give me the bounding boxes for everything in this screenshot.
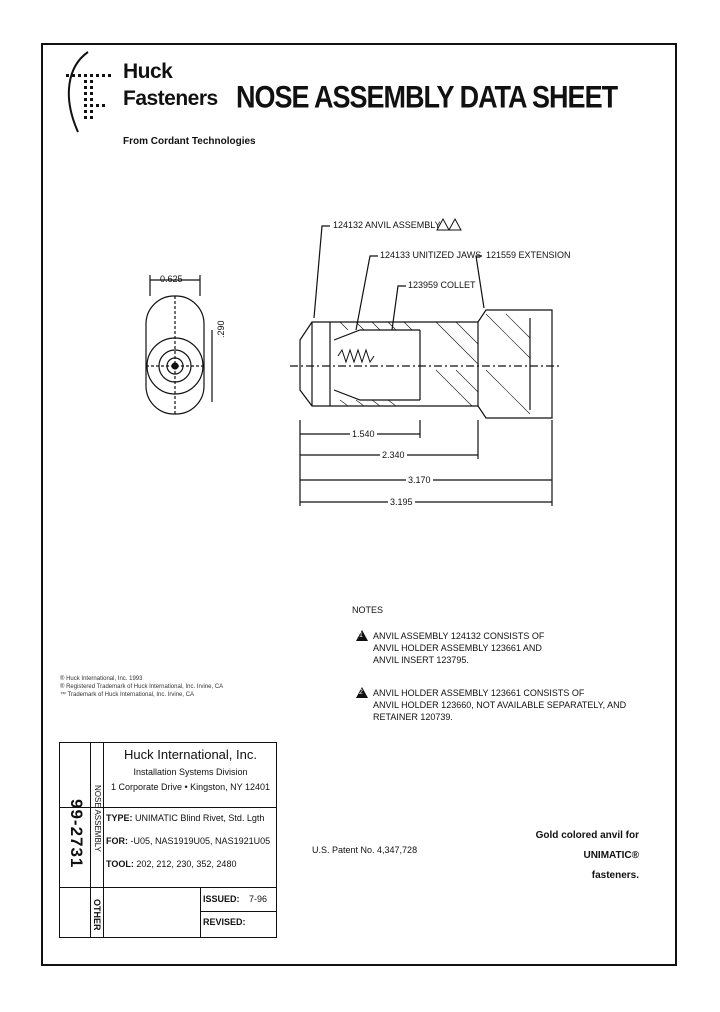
side-view-outline — [299, 309, 553, 419]
for-label: FOR: — [106, 836, 128, 846]
address: 1 Corporate Drive • Kingston, NY 12401 — [110, 782, 271, 792]
callout-collet: 123959 COLLET — [408, 280, 476, 290]
trademark-notice: ® Huck International, Inc. 1993 ® Regist… — [60, 676, 224, 698]
category-label: NOSE ASSEMBLY — [93, 785, 102, 852]
type-value: UNIMATIC Blind Rivet, Std. Lgth — [135, 813, 265, 823]
brand-tagline: From Cordant Technologies — [123, 136, 256, 147]
huck-logo — [66, 51, 111, 133]
note-1: ANVIL ASSEMBLY 124132 CONSISTS OF ANVIL … — [373, 631, 545, 665]
gold-anvil-note: Gold colored anvil for UNIMATIC® fastene… — [535, 826, 639, 886]
tool-label: TOOL: — [106, 859, 134, 869]
callout-extension: 121559 EXTENSION — [486, 250, 571, 260]
page-title: NOSE ASSEMBLY DATA SHEET — [236, 80, 618, 115]
type-label: TYPE: — [106, 813, 133, 823]
patent-number: U.S. Patent No. 4,347,728 — [312, 845, 418, 855]
dim-end-width: 0.625 — [160, 274, 183, 284]
brand-name: Huck Fasteners — [123, 58, 218, 112]
dim-2340: 2.340 — [380, 450, 407, 460]
part-number: 99-2731 — [67, 799, 86, 869]
type-field: TYPE: UNIMATIC Blind Rivet, Std. Lgth — [106, 813, 264, 823]
brand-line-1: Huck — [123, 60, 173, 83]
issued-value: 7-96 — [249, 894, 268, 904]
division: Installation Systems Division — [133, 767, 248, 777]
note-1-marker: 1 — [356, 628, 368, 646]
note-2-marker: 2 — [356, 685, 368, 703]
dim-1540: 1.540 — [350, 429, 377, 439]
dim-3195: 3.195 — [388, 497, 415, 507]
revised-field: REVISED: — [203, 917, 246, 927]
technical-drawing — [145, 217, 560, 506]
callout-unitized-jaws: 124133 UNITIZED JAWS — [380, 250, 482, 260]
tool-value: 202, 212, 230, 352, 2480 — [136, 859, 237, 869]
gold-note-line-1: Gold colored anvil for — [535, 830, 639, 841]
company-name: Huck International, Inc. — [124, 747, 257, 762]
part-number-column: 99-2731 — [60, 743, 91, 937]
notes-title: NOTES — [352, 605, 384, 615]
gold-note-line-2: UNIMATIC® fasteners. — [583, 850, 639, 881]
note-2: ANVIL HOLDER ASSEMBLY 123661 CONSISTS OF… — [373, 688, 627, 722]
callout-anvil-assembly: 124132 ANVIL ASSEMBLY — [333, 220, 441, 230]
revised-label: REVISED: — [203, 917, 246, 927]
for-value: -U05, NAS1919U05, NAS1921U05 — [130, 836, 271, 846]
category-column: NOSE ASSEMBLY OTHER — [90, 743, 104, 937]
dim-end-height: .290 — [216, 320, 226, 338]
issued-field: ISSUED: — [203, 894, 240, 904]
for-field: FOR: -U05, NAS1919U05, NAS1921U05 — [106, 836, 270, 846]
issued-label: ISSUED: — [203, 894, 240, 904]
dim-3170: 3.170 — [406, 475, 433, 485]
title-block: 99-2731 NOSE ASSEMBLY OTHER Huck Interna… — [59, 742, 277, 938]
tool-field: TOOL: 202, 212, 230, 352, 2480 — [106, 859, 236, 869]
other-label: OTHER — [92, 899, 102, 931]
brand-line-2: Fasteners — [123, 87, 218, 110]
sheet-border — [41, 43, 677, 966]
